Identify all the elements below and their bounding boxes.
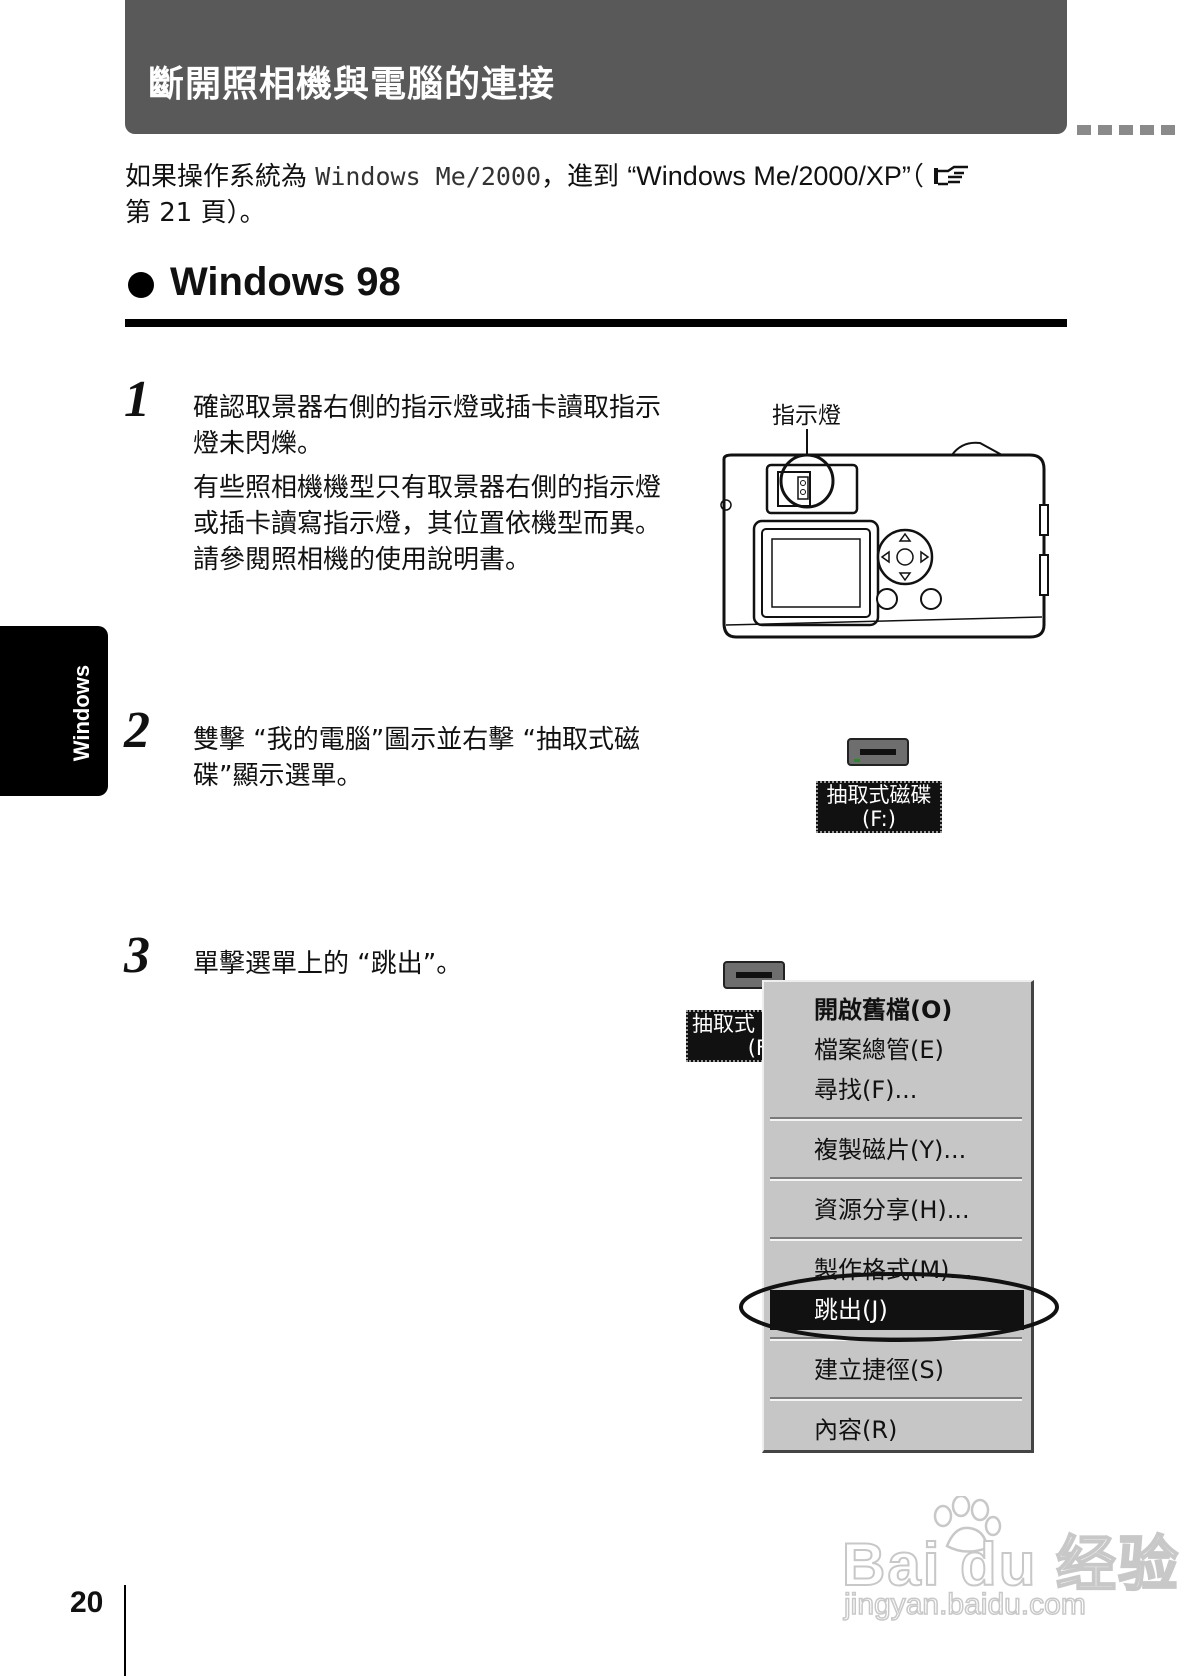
menu-item-copy-disk[interactable]: 複製磁片(Y)...	[814, 1136, 967, 1164]
drive-label-letter: (F	[747, 1036, 768, 1060]
watermark-url: jingyan.baidu.com	[843, 1587, 1086, 1622]
step-main-text: 單擊選單上的 “跳出”。	[193, 949, 463, 979]
step-number: 3	[124, 927, 150, 984]
page-number: 20	[70, 1586, 104, 1619]
menu-separator	[770, 1177, 1022, 1181]
menu-item-eject[interactable]: 跳出(J)	[770, 1290, 1024, 1330]
os-name: Windows Me/2000	[315, 162, 542, 191]
paw-logo-icon	[933, 1496, 1002, 1553]
indicator-callout-label: 指示燈	[772, 403, 841, 429]
intro-page-ref: 第 21 頁）。	[125, 198, 266, 228]
page-number-rule	[124, 1585, 126, 1676]
section-title: Windows 98	[170, 260, 401, 304]
drive-label-name: 抽取式	[692, 1012, 755, 1036]
drive-label-name: 抽取式磁碟	[826, 783, 932, 807]
side-tab	[0, 626, 108, 796]
menu-item-properties[interactable]: 內容(R)	[814, 1416, 898, 1444]
menu-item-find[interactable]: 尋找(F)...	[814, 1076, 918, 1104]
decorative-dots	[1077, 120, 1182, 139]
drive-label[interactable]: 抽取式磁碟 (F:)	[816, 781, 942, 833]
drive-label-letter: (F:)	[862, 807, 896, 831]
side-tab-label: Windows	[69, 664, 94, 762]
step-1-text: 確認取景器右側的指示燈或插卡讀取指示燈未閃爍。 有些照相機機型只有取景器右側的指…	[193, 390, 663, 578]
step-3-text: 單擊選單上的 “跳出”。	[193, 946, 663, 982]
intro-text-3: （	[910, 162, 924, 192]
intro-paragraph: 如果操作系統為 Windows Me/2000，進到 “Windows Me/2…	[125, 158, 1045, 231]
intro-text: 如果操作系統為	[125, 162, 316, 192]
bullet-icon	[128, 272, 154, 298]
cross-reference-link[interactable]: “Windows Me/2000/XP”	[627, 161, 911, 191]
highlight-ellipse	[739, 1272, 1059, 1342]
menu-item-explore[interactable]: 檔案總管(E)	[814, 1036, 944, 1064]
menu-separator	[770, 1237, 1022, 1241]
menu-item-sharing[interactable]: 資源分享(H)...	[814, 1196, 970, 1224]
menu-item-create-shortcut[interactable]: 建立捷徑(S)	[814, 1356, 944, 1384]
step-main-text: 確認取景器右側的指示燈或插卡讀取指示燈未閃爍。	[193, 393, 662, 459]
menu-item-format[interactable]: 製作格式(M)...	[814, 1256, 973, 1284]
menu-separator	[770, 1117, 1022, 1121]
menu-separator	[770, 1397, 1022, 1401]
menu-item-open[interactable]: 開啟舊檔(O)	[814, 996, 953, 1024]
page-title: 斷開照相機與電腦的連接	[148, 64, 556, 105]
context-menu: 開啟舊檔(O) 檔案總管(E) 尋找(F)... 複製磁片(Y)... 資源分享…	[762, 980, 1034, 1453]
step-note-text: 有些照相機機型只有取景器右側的指示燈或插卡讀寫指示燈，其位置依機型而異。請參閱照…	[193, 473, 662, 575]
section-divider	[125, 319, 1067, 327]
step-number: 2	[124, 702, 150, 759]
watermark-brand: Bai du 经验	[841, 1530, 1181, 1599]
step-2-text: 雙擊 “我的電腦”圖示並右擊 “抽取式磁碟”顯示選單。	[193, 722, 663, 794]
pointing-hand-icon	[934, 165, 969, 186]
removable-disk-icon[interactable]	[846, 735, 910, 769]
drive-label-partial[interactable]: 抽取式 (F	[686, 1010, 774, 1062]
header-banner	[125, 0, 1067, 134]
camera-illustration	[720, 429, 1049, 639]
intro-text-2: ，進到	[541, 162, 628, 192]
step-number: 1	[124, 371, 150, 428]
step-main-text: 雙擊 “我的電腦”圖示並右擊 “抽取式磁碟”顯示選單。	[193, 725, 640, 791]
